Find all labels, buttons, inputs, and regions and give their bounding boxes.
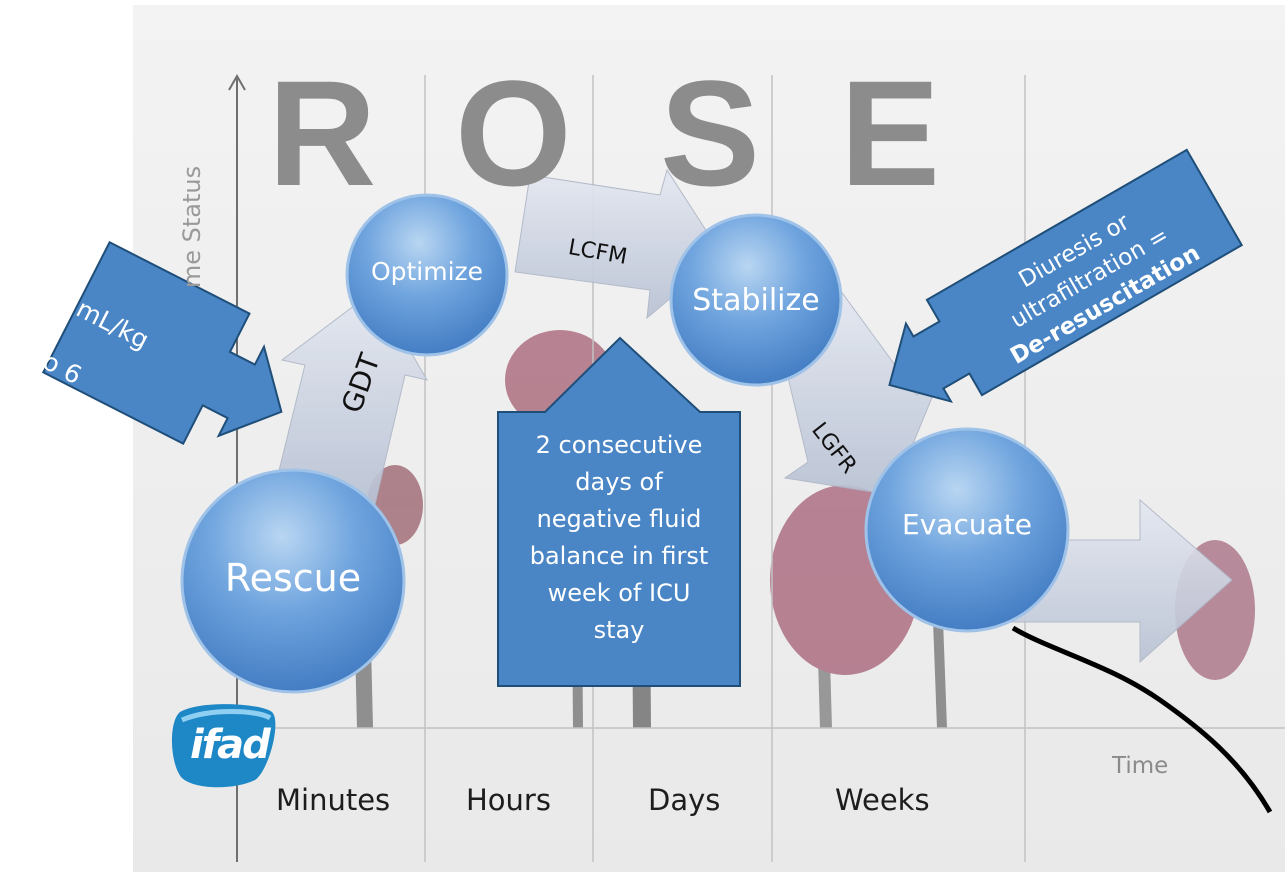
letter-r: R — [268, 49, 377, 217]
letter-o: O — [455, 49, 572, 217]
deresus-callout — [888, 148, 1244, 404]
optimize-circle — [345, 193, 509, 357]
ifad-logo-text: ifad — [190, 722, 271, 768]
optimize-label: Optimize — [370, 257, 484, 286]
letter-e: E — [840, 49, 941, 217]
x-axis-label: Time — [1112, 753, 1169, 779]
negative-balance-line-4: balance in first — [529, 542, 709, 570]
negative-balance-line-2: days of — [575, 468, 663, 496]
rescue-label: Rescue — [224, 556, 362, 600]
negative-balance-line-1: 2 consecutive — [535, 431, 703, 459]
negative-balance-callout — [497, 336, 741, 687]
stabilize-label: Stabilize — [692, 283, 820, 318]
rescue-circle — [180, 468, 406, 694]
negative-balance-line-6: stay — [593, 616, 645, 644]
column-label-hours: Hours — [466, 783, 551, 817]
column-label-days: Days — [648, 783, 721, 817]
stabilize-circle — [669, 213, 843, 387]
negative-balance-line-5: week of ICU — [547, 579, 691, 607]
decline-line — [1011, 625, 1273, 814]
y-axis-label: me Status — [178, 165, 206, 289]
negative-balance-text: 2 consecutive days of negative fluid bal… — [500, 427, 738, 649]
column-label-weeks: Weeks — [835, 783, 930, 817]
evacuate-circle — [864, 427, 1070, 633]
evacuate-label: Evacuate — [902, 508, 1032, 541]
column-label-minutes: Minutes — [276, 783, 391, 817]
fluid-bolus-callout — [41, 240, 283, 445]
negative-balance-line-3: negative fluid — [536, 505, 702, 533]
ifad-logo — [171, 704, 276, 788]
letter-s: S — [660, 49, 761, 217]
